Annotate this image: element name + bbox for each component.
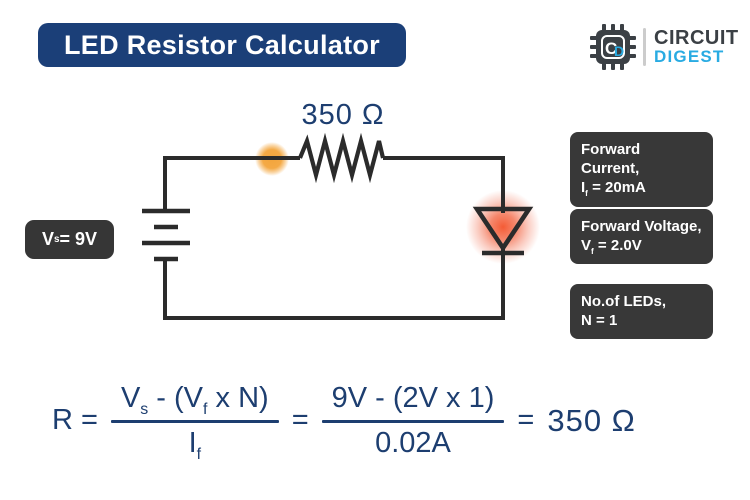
vs-rest: = 9V	[59, 229, 98, 249]
resistor-formula: R = Vs - (Vf x N) If = 9V - (2V x 1) 0.0…	[52, 368, 712, 473]
den-i-sub: f	[196, 445, 202, 463]
fraction-bar	[321, 419, 505, 423]
numeric-denominator: 0.02A	[375, 426, 451, 459]
symbolic-numerator: Vs - (Vf x N)	[111, 381, 279, 418]
num-v-sub: s	[140, 400, 149, 418]
wire-top-right	[383, 156, 505, 213]
info-box-value: Vf = 2.0V	[581, 236, 702, 257]
formula-result: 350 Ω	[547, 402, 636, 438]
chip-letter-d: D	[614, 43, 624, 59]
formula-symbolic-fraction: Vs - (Vf x N) If	[110, 381, 279, 463]
formula-equals-2: =	[517, 404, 535, 436]
num-end: x N)	[207, 381, 269, 414]
chip-icon: C D	[590, 24, 636, 70]
resistor-icon	[298, 132, 386, 184]
led-triangle	[472, 206, 534, 253]
chip-letter-c: C	[605, 39, 617, 58]
logo-text-circuit: CIRCUIT	[654, 27, 739, 49]
value-base: V	[581, 237, 592, 255]
info-box-led-count: No.of LEDs, N = 1	[570, 284, 713, 340]
wire-top-left	[163, 156, 300, 211]
formula-numeric-fraction: 9V - (2V x 1) 0.02A	[321, 381, 505, 460]
led-glow	[466, 190, 540, 264]
value-base: I	[581, 179, 586, 197]
value-sub: f	[591, 247, 594, 257]
value-rest: = 2.0V	[593, 237, 642, 255]
vs-base: V	[41, 229, 54, 249]
info-box-title: No.of LEDs,	[581, 293, 666, 310]
symbolic-denominator: If	[179, 426, 212, 463]
current-flow-dot	[255, 142, 289, 176]
info-box-value: If = 20mA	[581, 178, 702, 199]
numeric-numerator: 9V - (2V x 1)	[331, 381, 495, 414]
info-box-value: N = 1	[581, 311, 702, 330]
circuitdigest-logo: C D CIRCUIT DIGEST	[589, 22, 739, 72]
info-box-title: Forward Voltage,	[581, 218, 702, 235]
page-title: LED Resistor Calculator	[64, 29, 380, 60]
value-rest: = 20mA	[587, 179, 646, 197]
wire-bottom	[163, 248, 505, 320]
value-rest: = 1	[591, 312, 618, 330]
num-v: V	[120, 381, 141, 414]
info-box-title: Forward Current,	[581, 141, 641, 178]
resistor-value-label: 350 Ω	[301, 99, 385, 131]
battery-icon	[142, 208, 190, 262]
info-box-forward-voltage: Forward Voltage, Vf = 2.0V	[570, 209, 713, 265]
formula-lhs: R =	[52, 404, 98, 436]
fraction-bar	[110, 419, 279, 423]
num-mid: - (V	[148, 381, 204, 414]
logo-text-digest: DIGEST	[654, 47, 725, 66]
led-icon	[472, 206, 534, 256]
logo-divider	[643, 28, 646, 66]
value-sub: f	[585, 189, 588, 199]
title-banner: LED Resistor Calculator	[38, 23, 406, 67]
logo-text: CIRCUIT DIGEST	[654, 28, 739, 66]
num-vf-sub: f	[203, 400, 208, 418]
value-base: N	[581, 312, 592, 330]
info-box-forward-current: Forward Current, If = 20mA	[570, 132, 713, 207]
den-i: I	[188, 426, 197, 459]
formula-equals-1: =	[291, 404, 309, 436]
